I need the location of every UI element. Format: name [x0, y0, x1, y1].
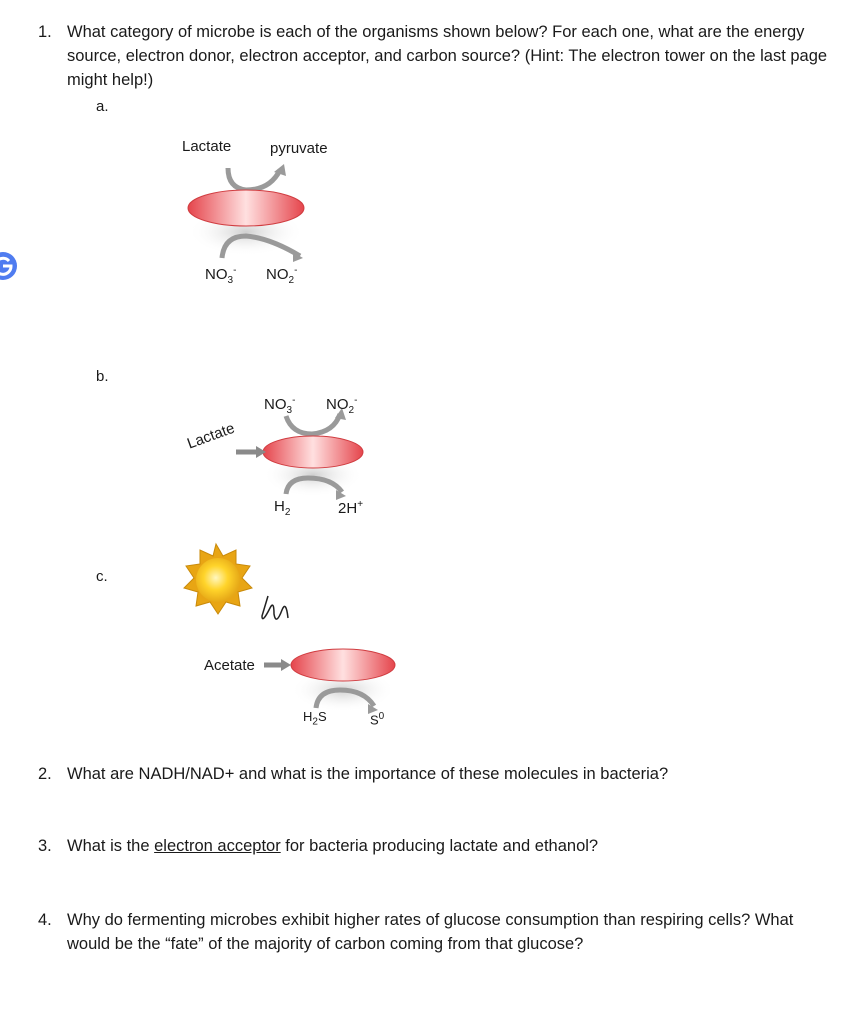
question-4: 4. Why do fermenting microbes exhibit hi…	[38, 908, 828, 956]
cell-b	[262, 435, 364, 469]
question-3: 3. What is the electron acceptor for bac…	[38, 834, 828, 858]
acceptor-out-label: NO2-	[266, 265, 298, 286]
question-number: 4.	[38, 911, 52, 929]
question-text: Why do fermenting microbes exhibit highe…	[67, 911, 794, 953]
diagram-b	[236, 408, 364, 500]
donor-out-label: 2H+	[338, 499, 364, 517]
carbon-source-label: Acetate	[204, 657, 255, 674]
donor-in-label: H2	[274, 498, 291, 518]
donor-in-label: H2S	[303, 709, 327, 728]
google-g-icon[interactable]	[0, 251, 18, 281]
question-number: 2.	[38, 765, 52, 783]
question-1: 1. What category of microbe is each of t…	[38, 20, 828, 92]
question-number: 1.	[38, 23, 52, 41]
question-text: What category of microbe is each of the …	[67, 23, 828, 89]
question-number: 3.	[38, 837, 52, 855]
acceptor-arrow-a	[219, 233, 302, 259]
diagram-c	[183, 542, 396, 714]
acceptor-in-label: NO3-	[205, 265, 237, 286]
question-text: What is the electron acceptor for bacter…	[67, 837, 599, 855]
sun-icon	[183, 542, 253, 615]
cell-c	[290, 648, 396, 682]
light-squiggle-icon	[261, 595, 289, 620]
acceptor-out-label: NO2-	[326, 395, 358, 416]
acceptor-in-label: NO3-	[264, 395, 296, 416]
part-a-label: a.	[96, 98, 109, 115]
question-text: What are NADH/NAD+ and what is the impor…	[67, 765, 669, 783]
diagram-a	[187, 164, 305, 262]
cell-a	[187, 189, 305, 227]
part-c-label: c.	[96, 568, 108, 585]
donor-arrow-b	[283, 475, 345, 495]
donor-out-label: pyruvate	[270, 140, 328, 157]
donor-out-label: S0	[370, 711, 385, 728]
donor-arrow-c	[313, 687, 377, 709]
donor-in-label: Lactate	[182, 138, 232, 155]
underlined-term: electron acceptor	[154, 837, 281, 855]
donor-arrow-a	[225, 167, 283, 193]
question-2: 2. What are NADH/NAD+ and what is the im…	[38, 762, 828, 786]
acceptor-arrow-b	[283, 413, 343, 437]
part-b-label: b.	[96, 368, 109, 385]
